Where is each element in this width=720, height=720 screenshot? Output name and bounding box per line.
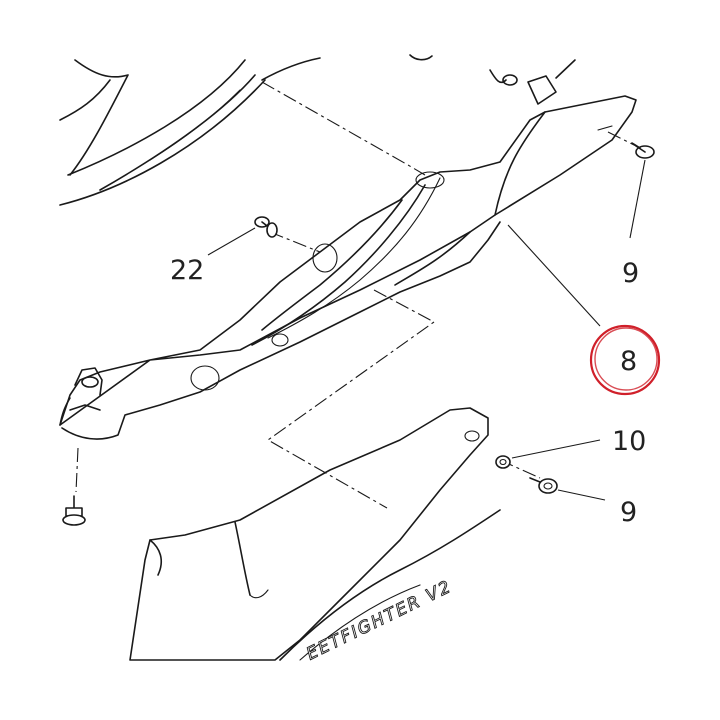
callout-10: 10	[612, 426, 646, 457]
screw-22	[254, 216, 278, 238]
callout-9-upper: 9	[622, 258, 639, 289]
leader-lines	[207, 159, 646, 501]
bottom-bolt	[62, 447, 86, 526]
screw-9-lower	[529, 477, 558, 494]
upper-bodywork	[59, 57, 321, 206]
callout-9-lower: 9	[620, 497, 637, 528]
tail-fairing-part-8	[59, 95, 637, 440]
callout-22: 22	[170, 255, 204, 286]
screw-9-upper	[631, 142, 655, 159]
highlight-circle	[589, 324, 661, 396]
washer-10	[495, 455, 511, 469]
lower-side-panel: EETFIGHTER V2	[129, 407, 501, 665]
callout-8: 8	[620, 346, 637, 377]
clip-top	[409, 54, 576, 105]
